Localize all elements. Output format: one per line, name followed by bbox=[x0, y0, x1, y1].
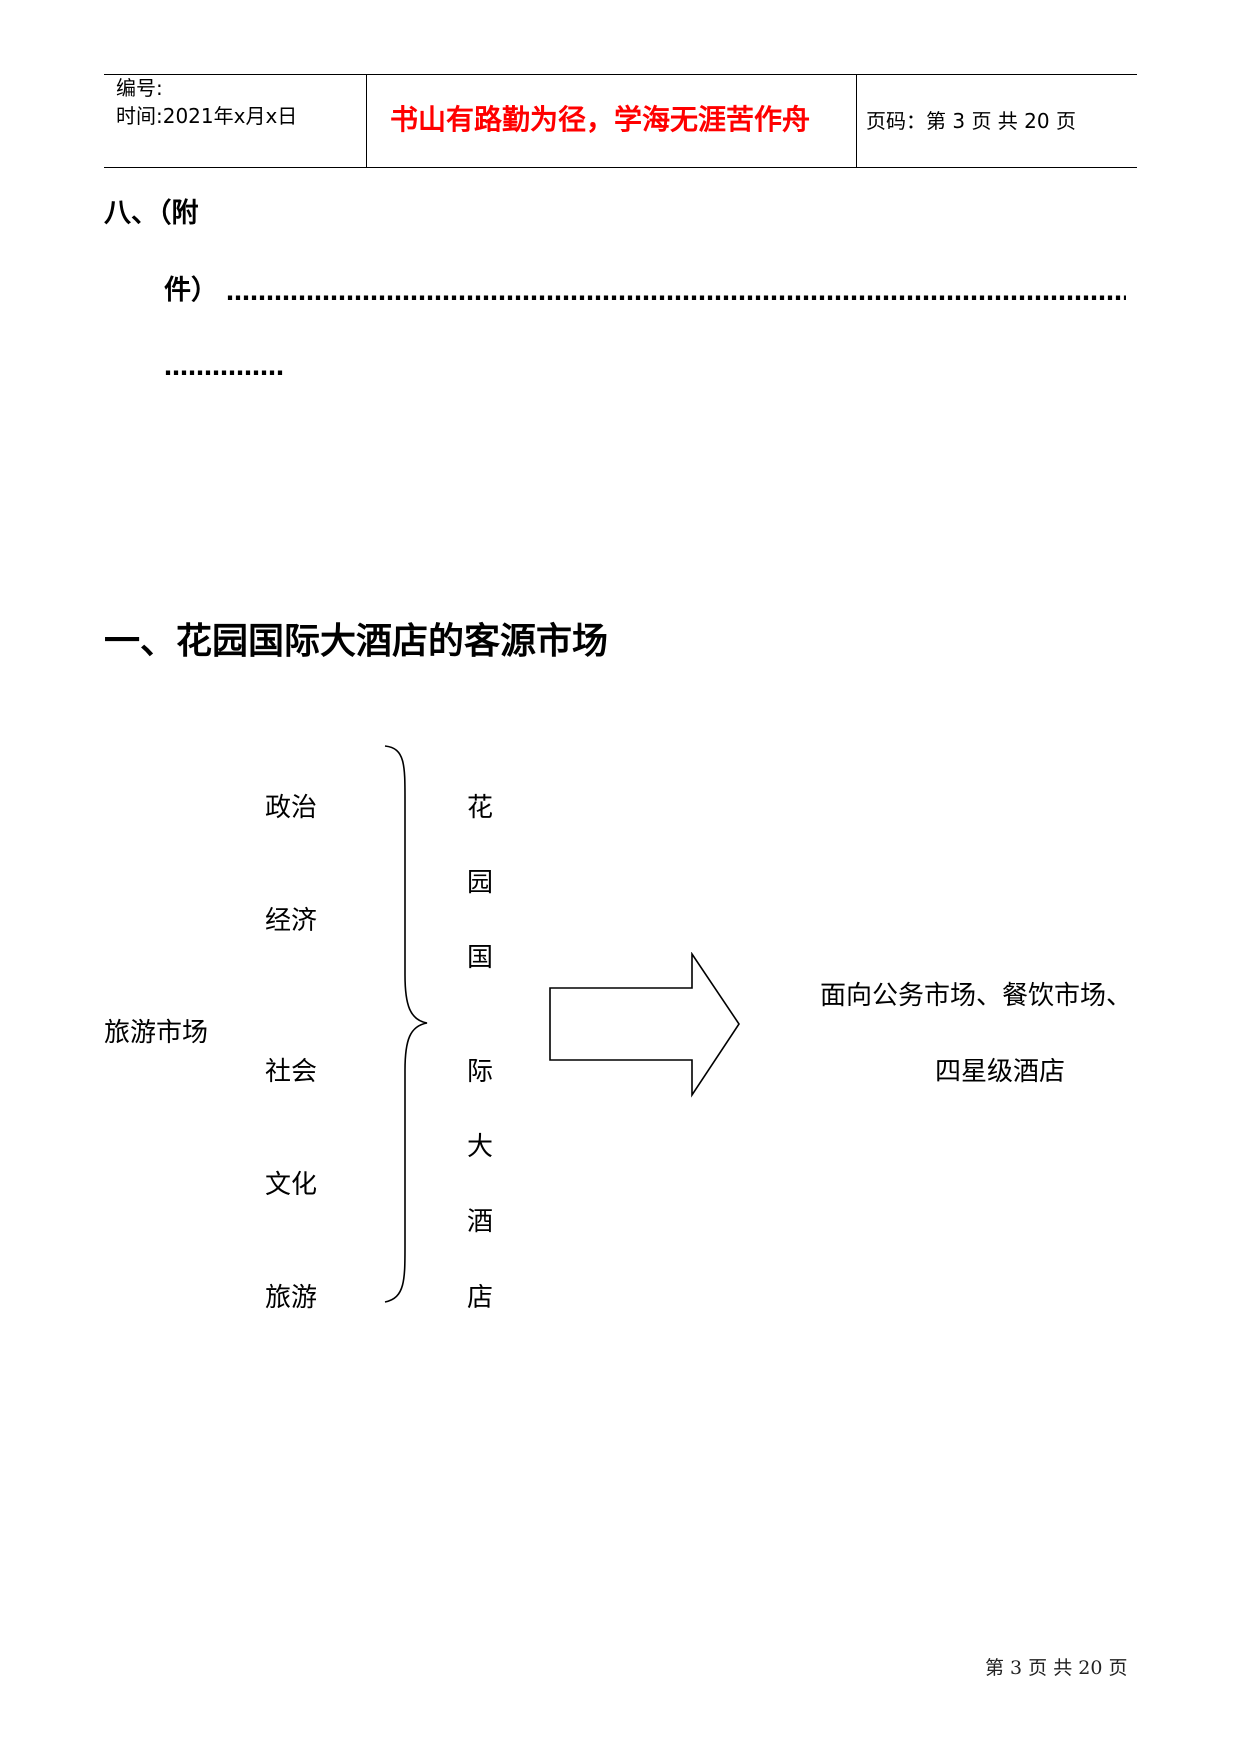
section8-line1: 八、（附 bbox=[104, 198, 199, 229]
factor-item: 社会 bbox=[265, 1057, 318, 1087]
header-motto: 书山有路勤为径，学海无涯苦作舟 bbox=[390, 103, 811, 136]
factor-item: 政治 bbox=[265, 793, 318, 823]
page-footer: 第 3 页 共 20 页 bbox=[985, 1657, 1128, 1679]
diagram-result-line2: 四星级酒店 bbox=[935, 1057, 1066, 1087]
page-header bbox=[104, 74, 1137, 168]
section1-heading: 一、花园国际大酒店的客源市场 bbox=[104, 621, 609, 662]
hotel-char: 花 bbox=[467, 793, 494, 823]
section8-line3-dots: …………… bbox=[164, 353, 284, 381]
hotel-char: 际 bbox=[467, 1057, 494, 1087]
hotel-char: 大 bbox=[467, 1132, 494, 1162]
diagram-left-label: 旅游市场 bbox=[104, 1018, 209, 1048]
hotel-char: 园 bbox=[467, 868, 494, 898]
factor-item: 经济 bbox=[265, 906, 318, 936]
diagram-result-line1: 面向公务市场、餐饮市场、 bbox=[820, 981, 1133, 1011]
header-time-label: 时间:2021年x月x日 bbox=[116, 104, 298, 128]
section8-line2-dots: ………………………………………………………………………………………………………… bbox=[226, 278, 1126, 306]
right-arrow-icon bbox=[549, 952, 740, 1098]
factor-item: 旅游 bbox=[265, 1283, 318, 1313]
curly-brace bbox=[384, 745, 428, 1303]
factor-item: 文化 bbox=[265, 1170, 318, 1200]
section8-line2-prefix: 件） bbox=[164, 275, 218, 306]
header-number-label: 编号: bbox=[116, 76, 163, 100]
hotel-char: 酒 bbox=[467, 1207, 494, 1237]
header-divider-2 bbox=[856, 75, 857, 167]
header-page-info: 页码：第 3 页 共 20 页 bbox=[866, 109, 1076, 133]
header-divider-1 bbox=[366, 75, 367, 167]
hotel-char: 国 bbox=[467, 943, 494, 973]
hotel-char: 店 bbox=[467, 1283, 494, 1313]
